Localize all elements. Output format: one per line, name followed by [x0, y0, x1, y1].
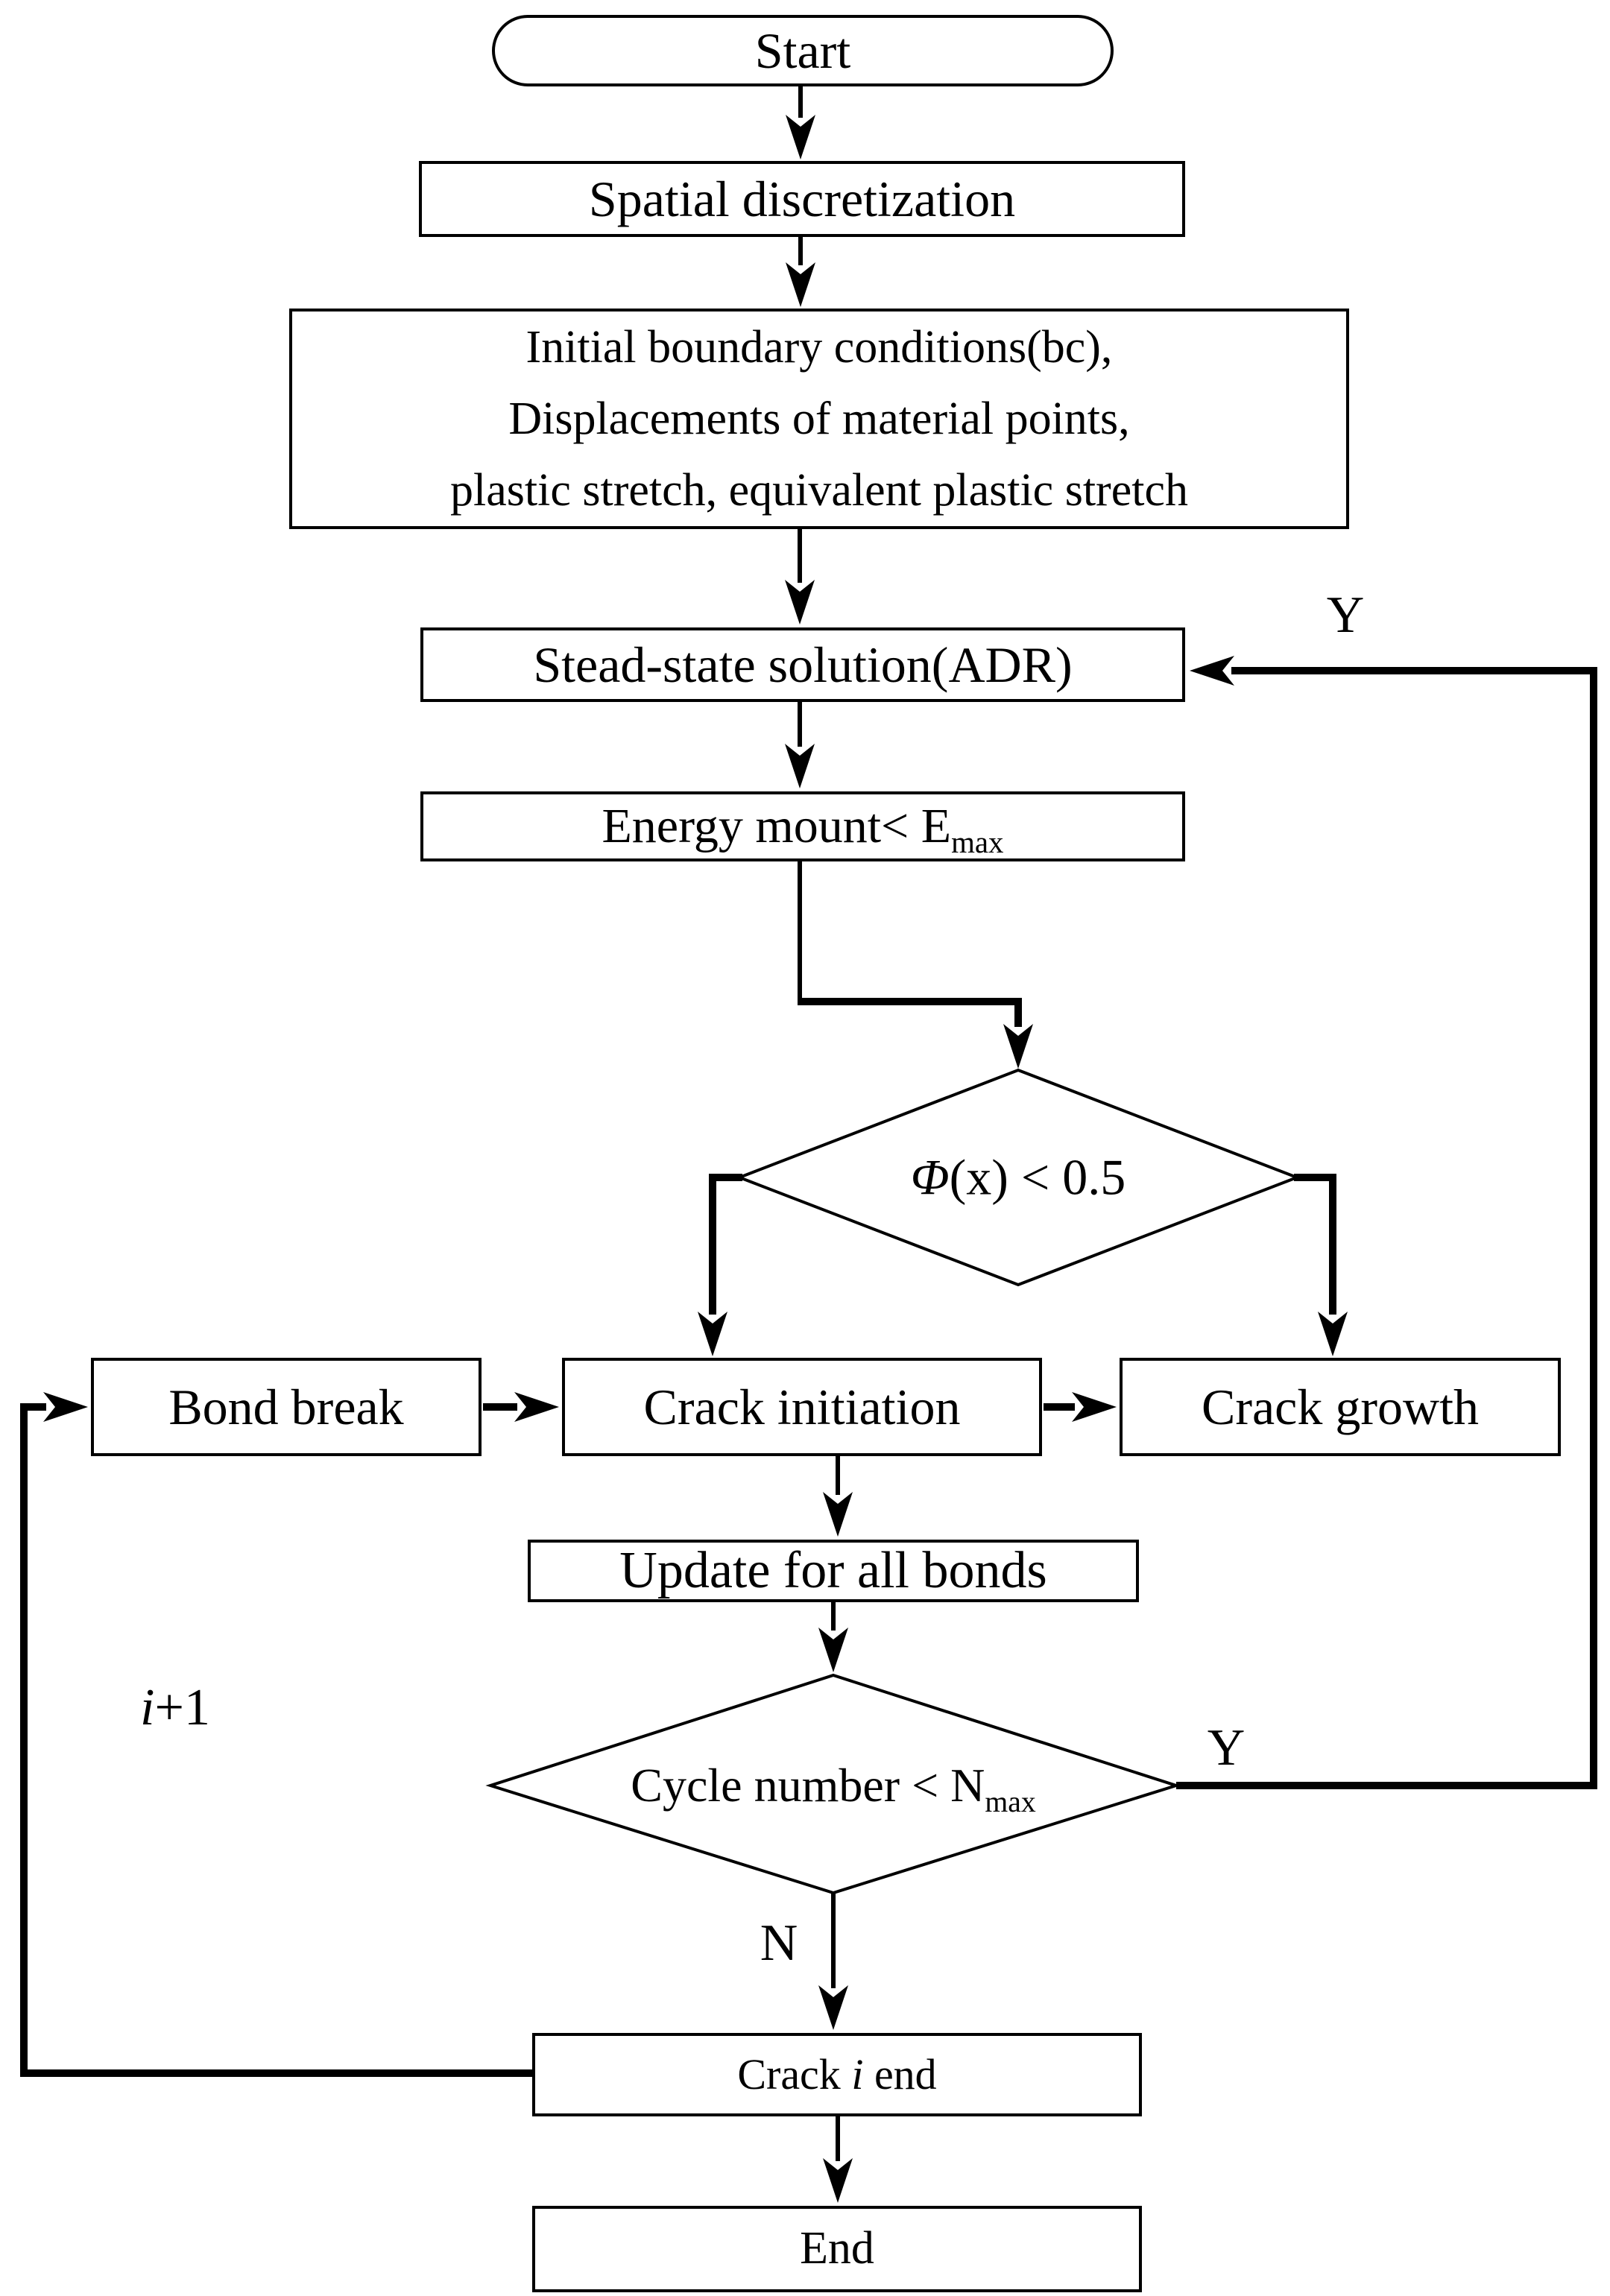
node-start-label: Start: [754, 22, 851, 79]
arrow-loop-crackend-to-bond: [20, 1392, 534, 2077]
label-increment: i+1: [101, 1678, 250, 1738]
node-steady-state-solution: Stead-state solution(ADR): [420, 627, 1185, 702]
phi-decision-diamond: [735, 1068, 1301, 1287]
energy-text: Energy mount< E: [602, 799, 952, 854]
node-energy-check: Energy mount< Emax: [420, 791, 1185, 861]
initial-line-2: Displacements of material points,: [508, 393, 1130, 444]
crack-end-index: i: [851, 2049, 864, 2099]
node-crack-i-end: Crack i end: [532, 2033, 1142, 2116]
crack-end-post: end: [863, 2049, 937, 2099]
cycle-decision-label: Cycle number < Nmax: [631, 1758, 1035, 1817]
node-crack-initiation: Crack initiation: [562, 1358, 1042, 1456]
node-spatial-label: Spatial discretization: [588, 170, 1016, 227]
node-update-label: Update for all bonds: [619, 1541, 1047, 1599]
node-spatial-discretization: Spatial discretization: [419, 161, 1185, 237]
node-energy-label: Energy mount< Emax: [602, 798, 1003, 858]
node-bond-break: Bond break: [91, 1358, 482, 1456]
node-crack-initiation-label: Crack initiation: [643, 1378, 961, 1435]
increment-index: i: [140, 1679, 155, 1736]
node-bond-break-label: Bond break: [168, 1378, 404, 1435]
node-start: Start: [492, 15, 1114, 86]
cycle-text: Cycle number < N: [631, 1759, 985, 1812]
node-crack-growth-label: Crack growth: [1201, 1378, 1479, 1435]
label-yes-top: Y: [1326, 586, 1365, 644]
increment-post: +1: [154, 1679, 210, 1736]
node-end-label: End: [800, 2223, 874, 2274]
phi-symbol: Φ: [910, 1148, 950, 1206]
arrow-phi-to-crack-growth: [1294, 1174, 1348, 1356]
initial-line-1: Initial boundary conditions(bc),: [525, 322, 1113, 373]
cycle-subscript: max: [985, 1785, 1036, 1818]
node-end: End: [532, 2206, 1142, 2292]
node-crack-growth: Crack growth: [1120, 1358, 1561, 1456]
node-initial-label: Initial boundary conditions(bc), Displac…: [450, 311, 1188, 526]
phi-rest: (x) < 0.5: [949, 1148, 1126, 1206]
arrow-loop-cycle-to-stead: [1176, 656, 1597, 1789]
energy-subscript: max: [951, 826, 1004, 860]
label-yes-cycle: Y: [1207, 1719, 1246, 1777]
label-no: N: [760, 1914, 798, 1972]
arrow-phi-to-crack-initiation: [698, 1174, 742, 1356]
node-stead-label: Stead-state solution(ADR): [533, 636, 1073, 693]
arrow-energy-to-phi: [798, 998, 1033, 1069]
crack-end-pre: Crack: [737, 2049, 852, 2099]
phi-decision-label: Φ(x) < 0.5: [911, 1148, 1126, 1207]
initial-line-3: plastic stretch, equivalent plastic stre…: [450, 465, 1188, 516]
node-crack-i-end-label: Crack i end: [737, 2050, 936, 2100]
node-initial-conditions: Initial boundary conditions(bc), Displac…: [289, 309, 1349, 529]
node-update-bonds: Update for all bonds: [528, 1540, 1139, 1602]
